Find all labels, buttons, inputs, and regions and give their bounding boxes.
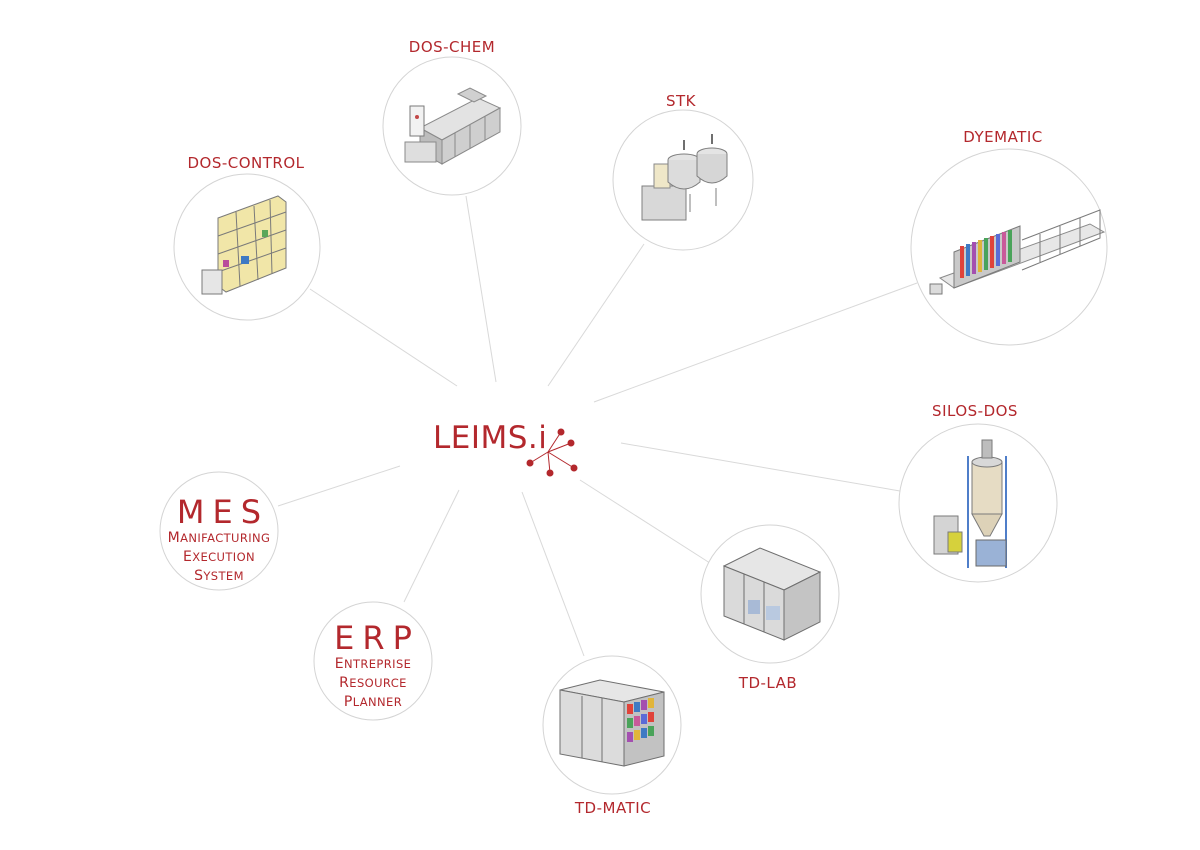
dos-chem-machine-illustration (404, 87, 502, 165)
dos-control-rack-illustration (201, 195, 287, 295)
mes-acronym: MES (176, 493, 270, 531)
td-lab-label[interactable]: TD-LAB (738, 674, 798, 692)
dos-control-label[interactable]: DOS-CONTROL (187, 154, 305, 172)
connector-dos-chem (465, 195, 497, 383)
connector-erp (403, 489, 460, 603)
td-matic-label[interactable]: TD-MATIC (574, 799, 652, 817)
connector-silos-dos (620, 442, 901, 492)
erp-line-1: Entreprise (334, 656, 412, 672)
connector-td-lab (579, 479, 714, 566)
network-logo-icon (526, 428, 578, 477)
stk-label[interactable]: STK (665, 92, 697, 110)
dos-chem-label[interactable]: DOS-CHEM (408, 38, 496, 56)
mes-line-1: Manifacturing (167, 530, 271, 546)
td-matic-cabinet-illustration (559, 679, 665, 767)
erp-acronym: ERP (334, 619, 420, 657)
silos-dos-illustration (933, 439, 1007, 568)
connector-mes (277, 465, 401, 507)
erp-block[interactable]: ERP Entreprise resource planner (326, 621, 420, 712)
connector-stk (547, 243, 645, 387)
td-lab-cabinet-illustration (722, 547, 822, 641)
dyematic-label[interactable]: DYEMATIC (963, 128, 1043, 146)
dyematic-line-illustration (929, 209, 1106, 295)
erp-line-3: planner (343, 694, 403, 710)
mes-line-3: system (194, 568, 244, 584)
mes-node[interactable] (159, 471, 279, 591)
mes-block[interactable]: MES Manifacturing execution system (168, 495, 271, 586)
silos-dos-label[interactable]: SILOS-DOS (932, 402, 1018, 420)
mes-line-2: execution (182, 549, 256, 565)
connector-dyematic (593, 282, 918, 403)
erp-line-2: resource (339, 675, 407, 691)
connector-dos-control (309, 288, 458, 387)
hub-title: LEIMS.i (433, 420, 548, 456)
stk-mixing-tanks-illustration (641, 134, 728, 221)
connector-td-matic (521, 491, 585, 657)
erp-node[interactable] (313, 601, 433, 721)
